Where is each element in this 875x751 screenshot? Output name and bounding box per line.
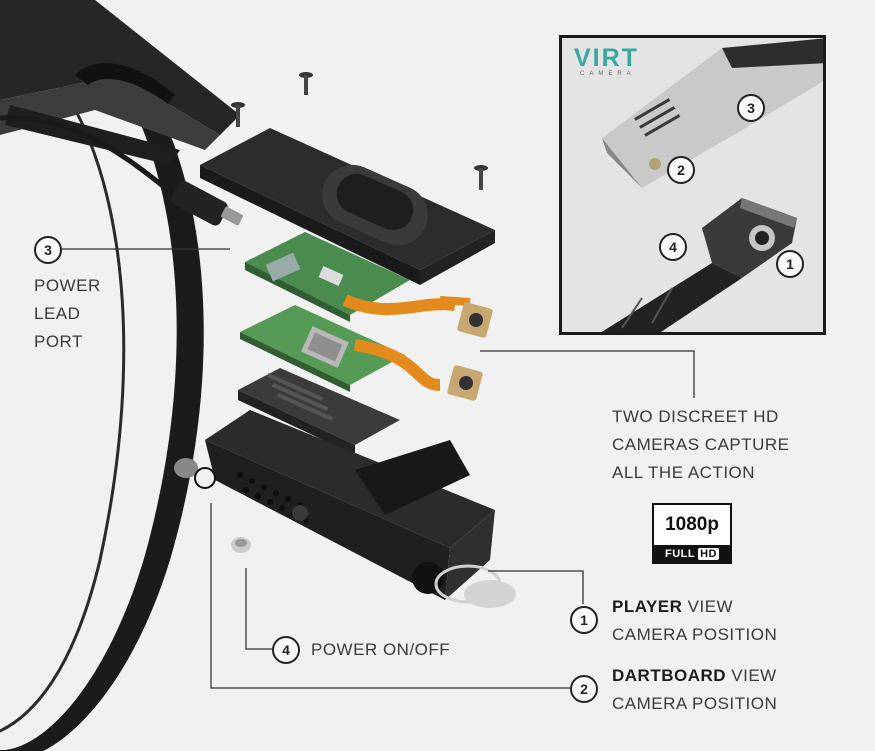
callout-3-marker: 3	[34, 236, 62, 264]
cameras-line-3: ALL THE ACTION	[612, 463, 756, 482]
lens-ring	[434, 564, 516, 608]
camera-module-1	[457, 302, 493, 338]
leader-lines	[60, 248, 695, 689]
inset-marker-2: 2	[667, 156, 695, 184]
virt-logo: VIRT	[574, 44, 639, 72]
inset-photo: VIRT CAMERA 3 2 4 1	[559, 35, 826, 335]
cameras-label: TWO DISCREET HD CAMERAS CAPTURE ALL THE …	[612, 403, 790, 487]
top-lid	[200, 128, 495, 285]
dartboard-camera-position: CAMERA POSITION	[612, 694, 778, 713]
pcb-top	[245, 232, 410, 322]
resolution-text: 1080p	[665, 514, 719, 535]
power-lead-line-2: LEAD	[34, 304, 81, 323]
player-view-text: VIEW	[682, 597, 734, 616]
housing	[205, 410, 495, 600]
gasket	[174, 458, 216, 489]
dartboard-bold: DARTBOARD	[612, 666, 727, 685]
virt-logo-subtext: CAMERA	[580, 71, 636, 77]
power-button-cap	[231, 537, 251, 553]
power-lead-line-1: POWER	[34, 276, 101, 295]
inset-illustration	[601, 38, 823, 332]
power-lead-line-3: PORT	[34, 332, 83, 351]
callout-2-marker: 2	[570, 675, 598, 703]
camera-module-2	[447, 365, 483, 401]
inset-marker-3: 3	[737, 94, 765, 122]
cameras-line-1: TWO DISCREET HD	[612, 407, 779, 426]
player-bold: PLAYER	[612, 597, 683, 616]
inset-marker-1: 1	[776, 250, 804, 278]
cameras-line-2: CAMERAS CAPTURE	[612, 435, 790, 454]
full-hd-badge: 1080p FULL HD	[652, 503, 732, 564]
full-text: FULL	[665, 547, 696, 560]
callout-1-marker: 1	[570, 606, 598, 634]
dartboard-ring	[0, 0, 204, 751]
full-hd-strip: FULL HD	[654, 545, 730, 562]
usb-cable	[0, 115, 243, 226]
player-camera-position: CAMERA POSITION	[612, 625, 778, 644]
callout-4-marker: 4	[272, 636, 300, 664]
inset-marker-4: 4	[659, 233, 687, 261]
flex-cables	[342, 294, 471, 391]
hd-text: HD	[698, 547, 719, 560]
power-on-off-label: POWER ON/OFF	[311, 640, 451, 659]
power-lead-label: POWER LEAD PORT	[34, 272, 101, 356]
dartboard-view-label: DARTBOARD VIEW CAMERA POSITION	[612, 662, 777, 718]
player-view-label: PLAYER VIEW CAMERA POSITION	[612, 593, 777, 649]
dartboard-view-text: VIEW	[726, 666, 777, 685]
pcb-bottom	[240, 305, 405, 392]
heatsink	[238, 368, 400, 455]
